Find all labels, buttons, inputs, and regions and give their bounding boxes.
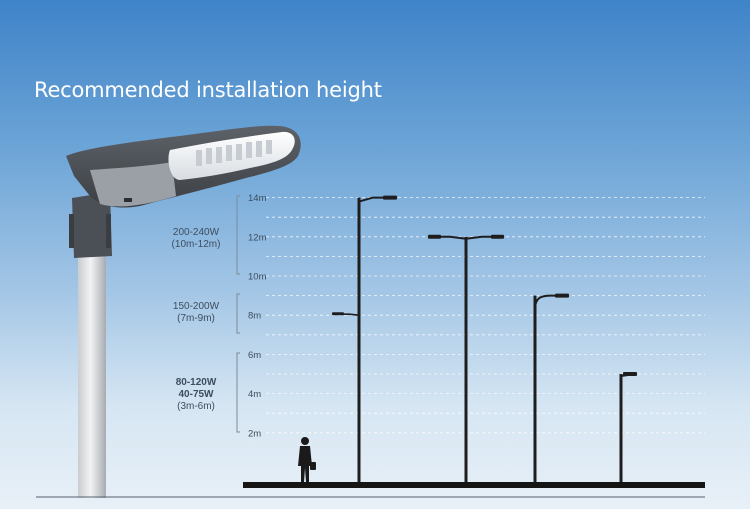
range-height: (10m-12m) xyxy=(171,239,221,250)
range-height: (3m-6m) xyxy=(177,401,215,412)
tick-label-12m: 12m xyxy=(248,232,267,243)
page-title: Recommended installation height xyxy=(34,78,382,102)
range-brackets xyxy=(236,195,240,433)
tick-label-4m: 4m xyxy=(248,389,261,400)
height-tick-labels: 2m 4m 6m 8m 10m 12m 14m xyxy=(248,193,267,439)
range-label-low: 80-120W 40-75W (3m-6m) xyxy=(146,377,246,413)
person-silhouette xyxy=(298,437,316,482)
range-power: 150-200W xyxy=(172,301,220,312)
range-power-secondary: 40-75W xyxy=(178,389,214,400)
street-light-fixture-illustration xyxy=(66,125,301,498)
tick-label-6m: 6m xyxy=(248,350,261,361)
ground-strip xyxy=(243,482,705,488)
tick-label-2m: 2m xyxy=(248,428,261,439)
street-poles xyxy=(332,195,637,482)
height-gridlines xyxy=(266,197,705,434)
tick-label-8m: 8m xyxy=(248,311,261,322)
range-label-mid: 150-200W (7m-9m) xyxy=(146,301,246,325)
pole-5m xyxy=(619,372,637,482)
pole-9m xyxy=(533,293,569,482)
pole-14m xyxy=(332,195,397,482)
tick-label-14m: 14m xyxy=(248,193,267,204)
range-label-high: 200-240W (10m-12m) xyxy=(146,227,246,251)
range-height: (7m-9m) xyxy=(177,313,215,324)
range-power: 80-120W xyxy=(175,377,217,388)
pole-12m xyxy=(428,234,504,482)
range-power: 200-240W xyxy=(172,227,220,238)
tick-label-10m: 10m xyxy=(248,272,267,283)
